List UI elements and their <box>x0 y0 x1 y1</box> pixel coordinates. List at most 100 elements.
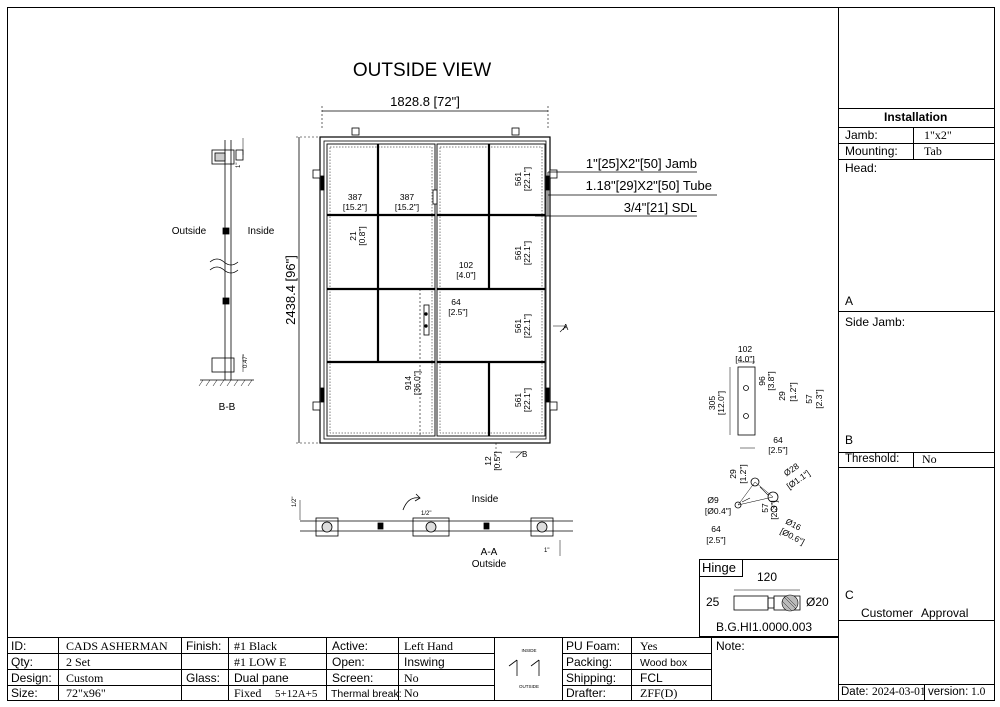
ld-29-mm: 29 <box>728 469 738 479</box>
callout-leaders <box>535 171 717 217</box>
gap-in: [4.0"] <box>456 270 476 280</box>
door-handles <box>423 304 430 336</box>
hinge-title: Hinge <box>702 560 736 575</box>
aa-section-label: A-A <box>481 547 498 558</box>
section-markers <box>510 325 567 459</box>
r2-in: [22.1"] <box>522 241 532 265</box>
handle-in: [2.5"] <box>448 307 468 317</box>
glass-value-1: #1 LOW E <box>234 655 287 669</box>
height-label: 2438.4 [96"] <box>283 255 298 325</box>
ld-9-in: [Ø0.4"] <box>705 506 731 516</box>
height-dimension: 2438.4 [96"] <box>283 136 320 444</box>
glass-label: Glass: <box>186 671 221 685</box>
hinge-box <box>699 559 838 637</box>
r1-mm: 561 <box>513 172 523 186</box>
r3-in: [22.1"] <box>522 314 532 338</box>
qty-label: Qty: <box>11 655 34 669</box>
aa-left-dim: 1/2" <box>292 497 298 507</box>
ld-64-mm: 64 <box>711 524 721 534</box>
hd-64-mm: 64 <box>773 435 783 445</box>
lock-in: [36.0"] <box>412 371 422 395</box>
bb-top-dim: 1" <box>236 163 242 168</box>
installation-title: Installation <box>884 110 948 124</box>
bottom-in: [0.5"] <box>492 451 502 471</box>
sdl-callout: 3/4"[21] SDL <box>624 200 697 215</box>
note-label: Note: <box>716 639 745 653</box>
bottom-mm: 12 <box>483 456 493 466</box>
glass-value-4: 5+12A+5 <box>275 688 318 700</box>
approval-label: Approval <box>921 606 969 620</box>
handle-detail-dims: 102 [4.0"] 305 [12.0"] 96 [3.8"] 29 [1.2… <box>707 344 824 455</box>
bb-section-label: B-B <box>219 402 236 413</box>
open-value: Inswing <box>404 655 445 669</box>
drawing-frame <box>7 7 995 701</box>
threshold-label: Threshold: <box>845 453 900 465</box>
r1-in: [22.1"] <box>522 167 532 191</box>
width-label: 1828.8 [72"] <box>390 94 460 109</box>
aa-inside-label: Inside <box>472 494 499 505</box>
door-frame <box>319 136 551 444</box>
width-dimension: 1828.8 [72"] <box>321 94 549 130</box>
handle-detail <box>729 361 756 449</box>
date-label: Date: <box>841 686 869 698</box>
ld-64-in: [2.5"] <box>706 535 726 545</box>
thermal-value: No <box>404 686 419 700</box>
size-label: Size: <box>11 686 38 700</box>
screen-label: Screen: <box>332 671 374 685</box>
ld-9-mm: Ø9 <box>707 495 719 505</box>
pufoam-label: PU Foam: <box>566 639 621 653</box>
section-bb <box>198 138 254 387</box>
aa-gap-dim: 1/2" <box>421 511 431 517</box>
gap-mm: 102 <box>459 260 473 270</box>
handle-mm: 64 <box>451 297 461 307</box>
date-value: 2024-03-01 <box>872 686 926 698</box>
bb-outside-label: Outside <box>172 226 207 237</box>
hinge-title-box <box>699 559 743 577</box>
col1-mm: 387 <box>348 192 362 202</box>
col1-in: [15.2"] <box>343 202 367 212</box>
design-value: Custom <box>66 671 104 685</box>
jamb-label: Jamb: <box>845 128 878 142</box>
inner-dimensions: 387 [15.2"] 387 [15.2"] 21 [0.8"] 561 [2… <box>343 167 532 471</box>
rail-in: [0.8"] <box>357 226 367 246</box>
open-label: Open: <box>332 655 365 669</box>
packing-label: Packing: <box>566 655 613 669</box>
swing-outside-label: OUTSIDE <box>519 684 539 689</box>
glass-value-2: Dual pane <box>234 671 289 685</box>
hinge-length: 120 <box>757 570 778 584</box>
lock-mm: 914 <box>403 376 413 390</box>
swing-inside-label: INSIDE <box>521 648 536 653</box>
side-jamb-label: Side Jamb: <box>845 315 906 329</box>
hinge-code: B.G.HI1.0000.003 <box>716 620 813 634</box>
door-hinges <box>312 127 558 411</box>
hd-57-in: [2.3"] <box>814 389 824 409</box>
mounting-value: Tab <box>924 144 942 158</box>
version-value: 1.0 <box>971 686 986 698</box>
active-label: Active: <box>332 639 369 653</box>
ld-57-mm: 57 <box>760 503 770 513</box>
lever-detail-dims: 29 [1.2"] Ø28 [Ø1.1"] Ø9 [Ø0.4"] 57 [2.3… <box>705 461 812 547</box>
version-label: version: <box>928 686 969 698</box>
shipping-label: Shipping: <box>566 671 617 685</box>
hd-29-mm: 29 <box>777 391 787 401</box>
lever-detail <box>734 477 779 513</box>
marker-c-label: C <box>845 588 854 602</box>
marker-b-label: B <box>845 433 854 447</box>
view-title: OUTSIDE VIEW <box>353 60 491 81</box>
ld-57-in: [2.3"] <box>769 500 779 520</box>
mounting-label: Mounting: <box>845 144 898 158</box>
hd-64-in: [2.5"] <box>768 445 788 455</box>
marker-a-label: A <box>845 294 854 308</box>
ld-29-in: [1.2"] <box>738 464 748 484</box>
hd-width-mm: 102 <box>738 344 752 354</box>
swing-diagram: INSIDE OUTSIDE <box>508 648 540 689</box>
rail-mm: 21 <box>348 231 358 241</box>
section-aa <box>299 493 573 556</box>
hd-height-in: [12.0"] <box>716 391 726 415</box>
glass-value-3: Fixed <box>234 686 262 700</box>
finish-value: #1 Black <box>234 639 277 653</box>
design-label: Design: <box>11 671 52 685</box>
pufoam-value: Yes <box>640 639 658 653</box>
thermal-label: Thermal break: <box>331 688 402 700</box>
r4-in: [22.1"] <box>522 388 532 412</box>
